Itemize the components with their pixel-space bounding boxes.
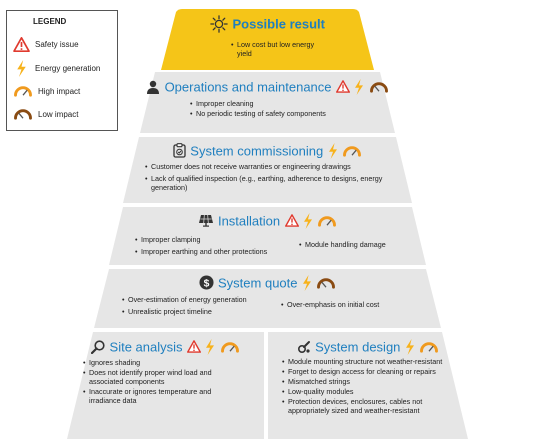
result-list: Low cost but low energy yield [231,40,321,59]
list-item: Improper earthing and other protections [135,247,305,256]
energy-generation-icon [354,79,364,95]
high-impact-icon [419,341,439,353]
wrench-gear-icon [297,340,310,353]
commissioning-title-row: System commissioning [123,142,412,160]
design-title-row: System design [268,338,468,356]
operations-title: Operations and maintenance [164,79,332,95]
high-impact-icon [317,215,337,227]
energy-generation-icon [205,339,215,355]
energy-generation-icon [303,213,313,229]
low-impact-icon [316,277,336,289]
design-title: System design [315,339,401,355]
low-impact-icon [369,81,389,93]
commissioning-list: Customer does not receive warranties or … [145,162,395,193]
quote-list-left: Over-estimation of energy generation Unr… [122,295,292,317]
legend-label-energy: Energy generation [35,63,101,73]
installation-layer: Installation Improper clamping Improper … [109,207,426,265]
legend-item-low: Low impact [13,105,78,123]
high-impact-icon [342,145,362,157]
dollar-icon: $ [199,275,214,290]
safety-issue-icon [13,37,30,52]
list-item: Protection devices, enclosures, cables n… [282,397,464,415]
energy-generation-icon [302,275,312,291]
safety-issue-icon [187,340,201,353]
solar-panel-icon [198,215,213,227]
person-icon [147,80,160,94]
site-list: Ignores shading Does not identify proper… [83,358,243,406]
result-layer: Possible result Low cost but low energy … [161,9,374,70]
magnifier-icon [91,340,105,354]
list-item: No periodic testing of safety components [190,109,390,118]
commissioning-layer: System commissioning Customer does not r… [123,137,412,203]
legend-label-high: High impact [38,86,81,96]
safety-issue-icon [336,80,350,93]
operations-title-row: Operations and maintenance [140,78,395,96]
list-item: Ignores shading [83,358,243,367]
legend-box: LEGEND Safety issue Energy generation Hi… [6,10,118,131]
quote-title: System quote [218,275,298,291]
safety-issue-icon [285,214,299,227]
clipboard-check-icon [173,143,186,158]
quote-list-right: Over-emphasis on initial cost [281,300,431,310]
list-item: Mismatched strings [282,377,464,386]
list-item: Module handling damage [299,240,419,249]
result-title: Possible result [232,16,325,32]
legend-label-safety: Safety issue [35,39,79,49]
list-item: Customer does not receive warranties or … [145,162,395,171]
list-item: Over-emphasis on initial cost [281,300,431,309]
legend-label-low: Low impact [38,109,79,119]
site-title: Site analysis [109,339,183,355]
commissioning-title: System commissioning [190,143,324,159]
sun-icon [210,15,228,33]
legend-item-high: High impact [13,82,80,100]
legend-item-energy: Energy generation [13,59,100,77]
site-analysis-layer: Site analysis Ignores shading Does not i… [67,332,264,439]
energy-generation-icon [328,143,338,159]
system-design-layer: System design Module mounting structure … [268,332,468,439]
operations-layer: Operations and maintenance Improper clea… [140,72,395,133]
result-title-row: Possible result [161,15,374,33]
list-item: Improper cleaning [190,99,390,108]
legend-heading: LEGEND [33,17,67,26]
list-item: Improper clamping [135,235,305,244]
high-impact-icon [220,341,240,353]
quote-layer: $ System quote Over-estimation of energy… [94,269,441,328]
site-title-row: Site analysis [67,338,264,356]
list-item: Over-estimation of energy generation [122,295,292,304]
list-item: Forget to design access for cleaning or … [282,367,464,376]
list-item: Low-quality modules [282,387,464,396]
list-item: Unrealistic project timeline [122,307,292,316]
list-item: Module mounting structure not weather-re… [282,357,464,366]
installation-list-left: Improper clamping Improper earthing and … [135,235,305,257]
installation-title-row: Installation [109,212,426,230]
energy-generation-icon [13,60,30,77]
list-item: Inaccurate or ignores temperature and ir… [83,387,243,405]
legend-item-safety: Safety issue [13,35,79,53]
energy-generation-icon [405,339,415,355]
svg-text:$: $ [203,279,209,290]
high-impact-icon [13,85,33,97]
installation-title: Installation [217,213,281,229]
list-item: Does not identify proper wind load and a… [83,368,243,386]
operations-list: Improper cleaning No periodic testing of… [190,99,390,119]
design-list: Module mounting structure not weather-re… [282,357,464,416]
quote-title-row: $ System quote [94,274,441,292]
low-impact-icon [13,108,33,120]
list-item: Low cost but low energy yield [231,40,321,58]
installation-list-right: Module handling damage [299,240,419,250]
list-item: Lack of qualified inspection (e.g., eart… [145,174,395,192]
